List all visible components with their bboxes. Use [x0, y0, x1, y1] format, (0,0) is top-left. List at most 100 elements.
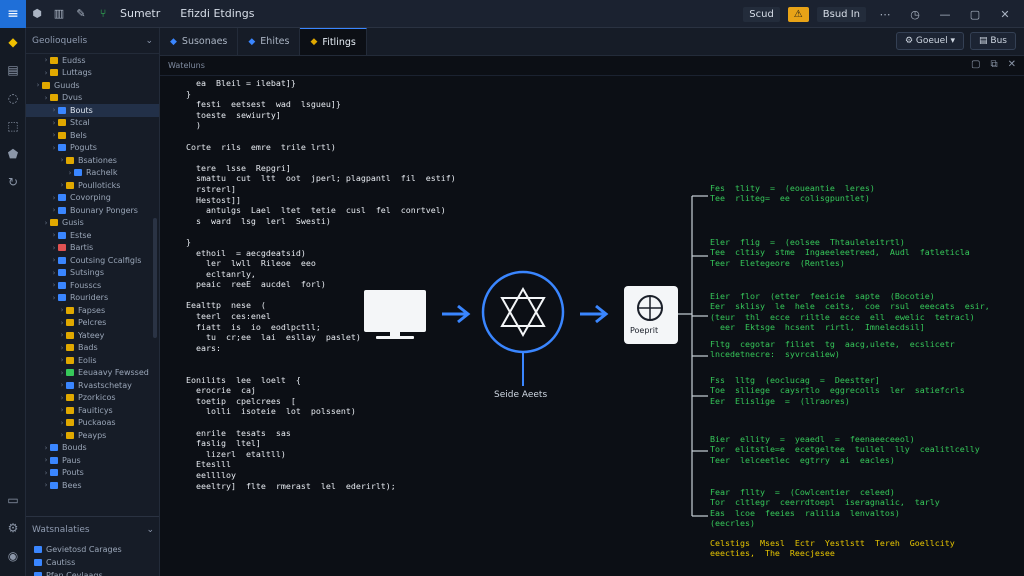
chevron-right-icon[interactable]: › — [52, 256, 56, 265]
chevron-right-icon[interactable]: › — [52, 268, 56, 277]
tree-item[interactable]: ›Eeuaavy Fewssed — [26, 367, 159, 380]
square-icon[interactable]: ▢ — [971, 59, 981, 70]
terminal-icon[interactable]: ▭ — [7, 493, 19, 507]
tab-2[interactable]: ◆Fitlings — [300, 28, 367, 55]
tree-item[interactable]: ›Dvus — [26, 92, 159, 105]
chevron-right-icon[interactable]: › — [60, 431, 64, 440]
tree-item[interactable]: ›Bouds — [26, 442, 159, 455]
chevron-right-icon[interactable]: › — [52, 143, 56, 152]
chevron-right-icon[interactable]: › — [60, 181, 64, 190]
files-icon[interactable]: ▥ — [53, 7, 65, 20]
extensions-icon[interactable]: ⬟ — [7, 147, 19, 161]
chevron-right-icon[interactable]: › — [60, 418, 64, 427]
code-editor[interactable]: ea Bleil = ilebat]}} festi eetsest wad l… — [160, 76, 1024, 576]
tree-item[interactable]: ›Guuds — [26, 79, 159, 92]
tree-item[interactable]: ›Covorping — [26, 192, 159, 205]
tree-item[interactable]: ›Bartis — [26, 242, 159, 255]
tree-item[interactable]: ›Pelcres — [26, 317, 159, 330]
chevron-right-icon[interactable]: › — [60, 331, 64, 340]
tree-item[interactable]: ›Bouts — [26, 104, 159, 117]
chevron-down-icon[interactable]: ⌄ — [146, 525, 154, 535]
copy-icon[interactable]: ⧉ — [990, 59, 998, 70]
code-text[interactable]: ea Bleil = ilebat]}} festi eetsest wad l… — [186, 78, 506, 491]
chevron-right-icon[interactable]: › — [52, 293, 56, 302]
run-button[interactable]: ⚙ Goeuel ▾ — [895, 32, 965, 50]
chevron-right-icon[interactable]: › — [44, 56, 48, 65]
debug-icon[interactable]: ⬚ — [7, 119, 19, 133]
tree-item[interactable]: ›Peayps — [26, 429, 159, 442]
tree-item[interactable]: ›Eolis — [26, 354, 159, 367]
tree-item[interactable]: ›Bees — [26, 479, 159, 492]
outline-item[interactable]: Cautiss — [26, 556, 159, 569]
tree-item[interactable]: ›Fapses — [26, 304, 159, 317]
chevron-right-icon[interactable]: › — [44, 218, 48, 227]
settings-icon[interactable]: ⚙ — [7, 521, 19, 535]
tree-item[interactable]: ›Fousscs — [26, 279, 159, 292]
tree-item[interactable]: ›Estse — [26, 229, 159, 242]
tree-item[interactable]: ›Bads — [26, 342, 159, 355]
tree-item[interactable]: ›Sutsings — [26, 267, 159, 280]
chevron-right-icon[interactable]: › — [44, 68, 48, 77]
account-icon[interactable]: ◉ — [7, 549, 19, 563]
tree-item[interactable]: ›Bounary Pongers — [26, 204, 159, 217]
tree-item[interactable]: ›Eudss — [26, 54, 159, 67]
chevron-right-icon[interactable]: › — [68, 168, 72, 177]
sidebar-scrollbar[interactable] — [153, 218, 157, 338]
more-icon[interactable]: ⋯ — [879, 7, 891, 21]
chevron-right-icon[interactable]: › — [60, 343, 64, 352]
tree-item[interactable]: ›Poguts — [26, 142, 159, 155]
close-icon[interactable]: ✕ — [1000, 7, 1010, 21]
tree-item[interactable]: ›Luttags — [26, 67, 159, 80]
edit-icon[interactable]: ✎ — [76, 7, 86, 20]
folder-icon[interactable]: ▤ — [7, 63, 19, 77]
breadcrumb-text[interactable]: Wateluns — [168, 61, 205, 70]
tree-item[interactable]: ›Gusis — [26, 217, 159, 230]
chevron-right-icon[interactable]: › — [52, 206, 56, 215]
tree-item[interactable]: ›Rouriders — [26, 292, 159, 305]
tree-item[interactable]: ›Pouts — [26, 467, 159, 480]
outline-item[interactable]: Gevietosd Carages — [26, 543, 159, 556]
tree-item[interactable]: ›Bsationes — [26, 154, 159, 167]
branch-icon[interactable]: ⑂ — [99, 7, 107, 20]
scud-button[interactable]: Scud — [743, 6, 780, 22]
warning-icon[interactable]: ⚠ — [787, 6, 809, 22]
outline-header[interactable]: Watsnalaties ⌄ — [26, 517, 159, 543]
chevron-right-icon[interactable]: › — [52, 231, 56, 240]
chevron-right-icon[interactable]: › — [44, 481, 48, 490]
maximize-icon[interactable]: ▢ — [969, 7, 981, 21]
tree-item[interactable]: ›Puckaoas — [26, 417, 159, 430]
chevron-right-icon[interactable]: › — [52, 131, 56, 140]
chevron-right-icon[interactable]: › — [36, 81, 40, 90]
chevron-right-icon[interactable]: › — [60, 406, 64, 415]
chevron-right-icon[interactable]: › — [52, 243, 56, 252]
tree-item[interactable]: ›Bels — [26, 129, 159, 142]
tree-item[interactable]: ›Rachelk — [26, 167, 159, 180]
explorer-icon[interactable]: ◆ — [8, 35, 18, 49]
tree-item[interactable]: ›Yateey — [26, 329, 159, 342]
tree-item[interactable]: ›Stcal — [26, 117, 159, 130]
minimize-icon[interactable]: — — [939, 7, 951, 21]
chevron-right-icon[interactable]: › — [44, 468, 48, 477]
chevron-right-icon[interactable]: › — [44, 93, 48, 102]
chevron-right-icon[interactable]: › — [60, 306, 64, 315]
sign-in-button[interactable]: Bsud In — [816, 6, 866, 22]
tree-item[interactable]: ›Coutsing Ccalfigls — [26, 254, 159, 267]
chat-icon[interactable]: ◌ — [7, 91, 19, 105]
chevron-right-icon[interactable]: › — [52, 281, 56, 290]
chevron-right-icon[interactable]: › — [52, 193, 56, 202]
split-button[interactable]: ▤ Bus — [970, 32, 1016, 50]
menu-icon[interactable]: ≡ — [0, 0, 26, 28]
tree-item[interactable]: ›Paus — [26, 454, 159, 467]
chevron-right-icon[interactable]: › — [52, 106, 56, 115]
tab-1[interactable]: ◆Ehites — [238, 28, 301, 55]
chevron-right-icon[interactable]: › — [60, 368, 64, 377]
close-panel-icon[interactable]: ✕ — [1007, 59, 1016, 70]
outline-item[interactable]: Pfan Cevlaags — [26, 569, 159, 576]
chevron-down-icon[interactable]: ⌄ — [145, 35, 153, 46]
chevron-right-icon[interactable]: › — [60, 393, 64, 402]
tree-item[interactable]: ›Rvastschetay — [26, 379, 159, 392]
chevron-right-icon[interactable]: › — [60, 356, 64, 365]
clock-icon[interactable]: ◷ — [910, 7, 920, 21]
chevron-right-icon[interactable]: › — [60, 318, 64, 327]
chevron-right-icon[interactable]: › — [60, 156, 64, 165]
